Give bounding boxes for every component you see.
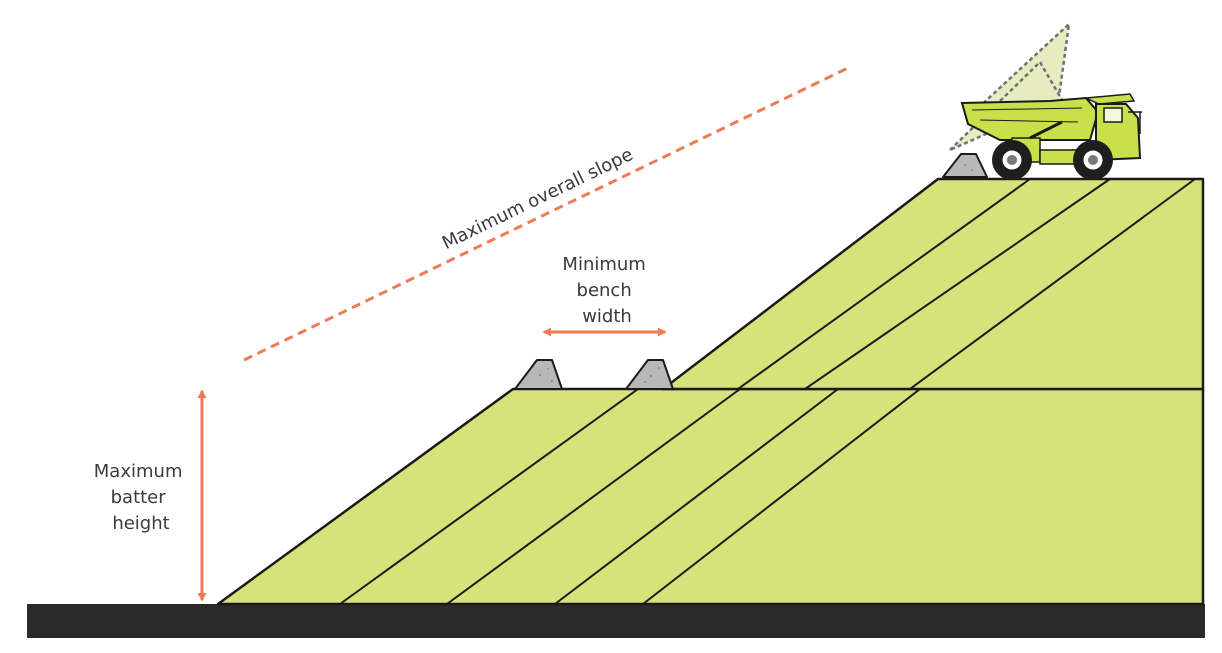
upper-batter [661, 177, 1205, 391]
haul-truck-icon [949, 20, 1142, 180]
strata-lines [339, 178, 1196, 605]
overall-slope-label: Maximum overall slope [439, 144, 636, 254]
overall-slope-line [243, 65, 851, 362]
ground-base [27, 604, 1205, 638]
lower-batter [216, 387, 1205, 606]
bench-width-label: Minimum bench width [562, 254, 651, 327]
batter-height-label: Maximum batter height [94, 461, 188, 534]
